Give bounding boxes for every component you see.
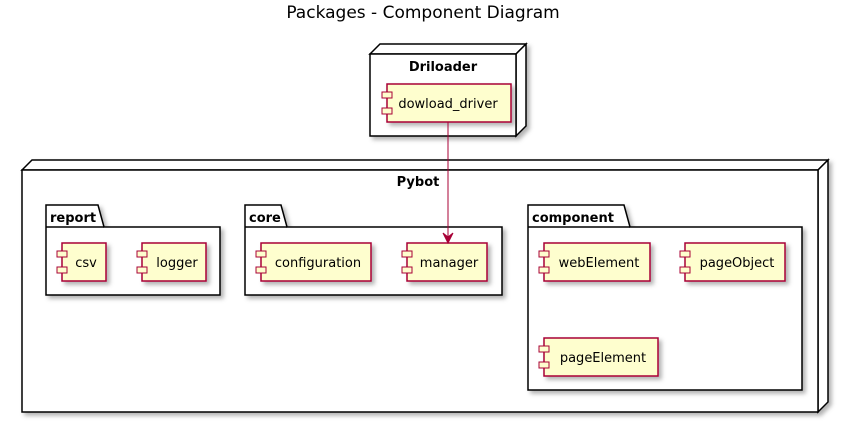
component-label: manager (420, 256, 479, 271)
diagram-title: Packages - Component Diagram (286, 3, 559, 23)
component-manager[interactable]: manager (401, 242, 488, 282)
component-icon (538, 250, 550, 274)
component-label: dowload_driver (398, 97, 498, 112)
component-icon (538, 345, 550, 369)
component-webelement[interactable]: webElement (538, 242, 651, 282)
component-label: webElement (559, 256, 640, 271)
component-icon (401, 250, 413, 274)
component-dowload-driver[interactable]: dowload_driver (381, 83, 512, 123)
node-label-driloader: Driloader (409, 60, 478, 75)
component-icon (381, 91, 393, 115)
edge-dowload-driver-to-manager (442, 122, 454, 245)
component-csv[interactable]: csv (56, 242, 107, 282)
package-label-report: report (50, 211, 96, 226)
component-label: pageObject (700, 256, 775, 271)
component-label: configuration (275, 256, 361, 271)
package-label-component: component (532, 211, 614, 226)
component-icon (679, 250, 691, 274)
package-label-core: core (249, 211, 281, 226)
component-logger[interactable]: logger (136, 242, 207, 282)
component-icon (255, 250, 267, 274)
component-configuration[interactable]: configuration (255, 242, 372, 282)
arrowhead (442, 232, 454, 245)
component-label: pageElement (560, 351, 646, 366)
component-pageobject[interactable]: pageObject (679, 242, 786, 282)
component-label: csv (75, 256, 97, 271)
node-label-pybot: Pybot (397, 175, 440, 190)
component-icon (56, 250, 68, 274)
component-label: logger (156, 256, 198, 271)
component-icon (136, 250, 148, 274)
component-pageelement[interactable]: pageElement (538, 337, 659, 377)
